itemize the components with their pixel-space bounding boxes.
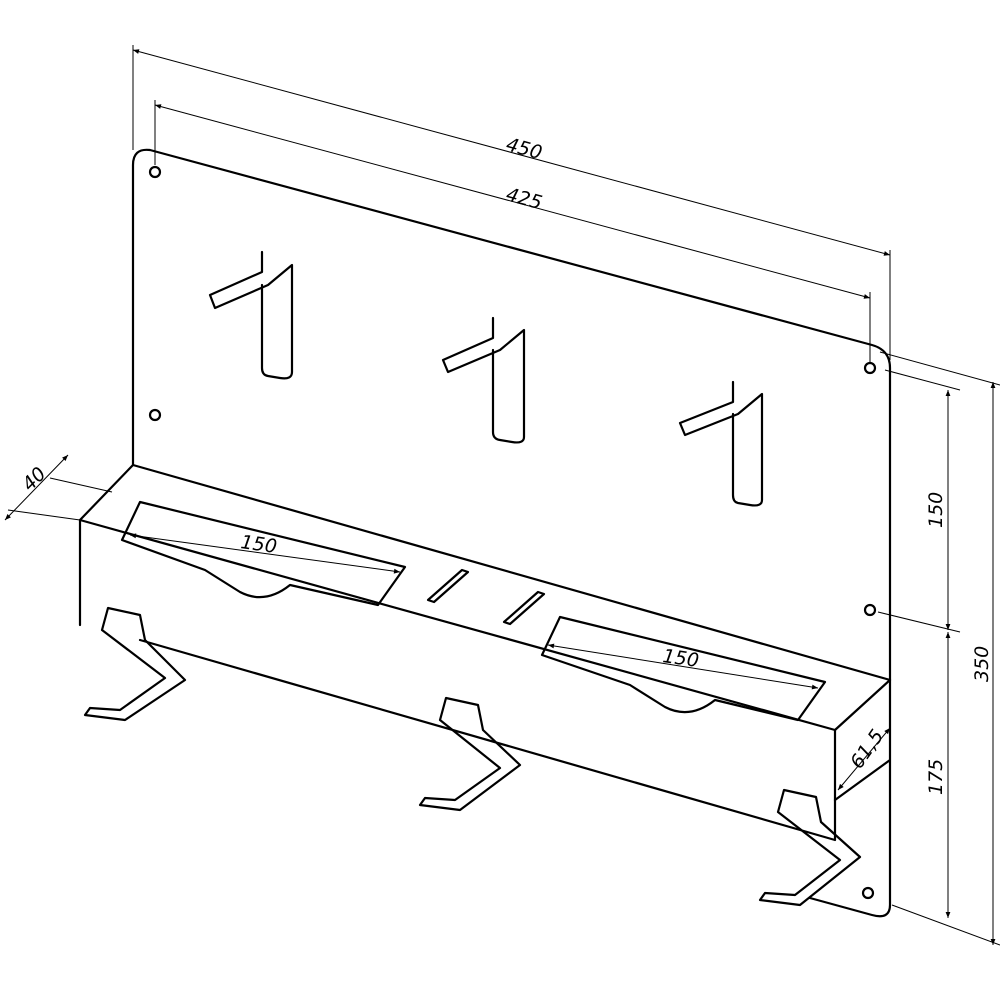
hole-icon bbox=[148, 165, 162, 179]
dim-150-right-tray-label: 150 bbox=[661, 645, 700, 672]
lower-hooks bbox=[83, 606, 862, 907]
hook bbox=[678, 380, 764, 507]
shelf-front-face bbox=[78, 518, 837, 842]
dim-150-left-tray-label: 150 bbox=[239, 531, 278, 558]
back-panel bbox=[131, 148, 892, 682]
hole-icon bbox=[863, 603, 877, 617]
dimension-lines bbox=[4, 45, 1000, 946]
hook bbox=[418, 696, 522, 812]
hook bbox=[758, 788, 862, 907]
slot bbox=[502, 590, 546, 626]
dim-450-label: 450 bbox=[504, 134, 545, 165]
tray-left bbox=[120, 500, 407, 607]
dim-175-label: 175 bbox=[925, 759, 947, 795]
hole-icon bbox=[863, 361, 877, 375]
upper-hooks bbox=[208, 250, 764, 507]
hole-icon bbox=[148, 408, 162, 422]
hole-icon bbox=[861, 886, 875, 900]
tray-right bbox=[540, 615, 827, 722]
hook bbox=[83, 606, 187, 722]
slot bbox=[426, 568, 470, 604]
hook bbox=[208, 250, 294, 380]
dim-425-label: 425 bbox=[504, 184, 545, 215]
dim-40-label: 40 bbox=[18, 463, 51, 496]
dim-150-vertical-label: 150 bbox=[925, 492, 947, 528]
shelf bbox=[78, 463, 892, 732]
hook bbox=[441, 316, 526, 444]
dim-350-label: 350 bbox=[971, 646, 993, 682]
